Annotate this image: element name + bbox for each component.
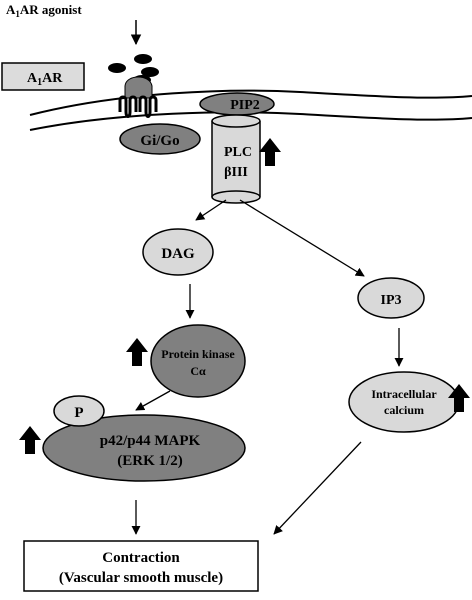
plc-to-ip3-arrow (239, 199, 365, 277)
gi-go-protein (119, 123, 201, 155)
mapk-node (42, 414, 246, 482)
gi-go-label: Gi/Go (140, 133, 179, 149)
ip3-label: IP3 (381, 293, 402, 308)
receptor-label: A1AR (27, 71, 63, 88)
ip3-node (357, 277, 425, 319)
up-arrow-icon (126, 338, 148, 366)
receptor-box (1, 62, 85, 91)
agonist-molecule (108, 63, 126, 73)
dag-node (142, 228, 214, 276)
contraction-sublabel: (Vascular smooth muscle) (59, 570, 223, 586)
transmembrane-receptor (118, 95, 158, 118)
pkc-subtype-label: Cα (190, 364, 206, 378)
pkc-label: Protein kinase (161, 347, 235, 361)
plc-cylinder (211, 114, 261, 204)
pkc-to-mapk-arrow (135, 390, 171, 411)
mapk-label: p42/p44 MAPK (100, 433, 201, 449)
calcium-to-contraction-arrow (273, 441, 362, 535)
contraction-label: Contraction (102, 550, 180, 566)
plc-subtype-label: βIII (224, 165, 248, 180)
calcium-node (348, 371, 460, 433)
cell-membrane-inner (29, 111, 472, 131)
up-arrow-icon (19, 426, 41, 454)
agonist-molecule (141, 67, 159, 77)
agonist-label: A1AR agonist (6, 2, 82, 19)
phosphate-label: P (74, 405, 83, 421)
receptor-binding-site (124, 76, 153, 99)
plc-to-dag-arrow (195, 199, 227, 221)
calcium-sublabel: calcium (384, 403, 424, 417)
pkc-node (150, 324, 246, 398)
contraction-box (23, 540, 259, 592)
agonist-molecule (134, 54, 152, 64)
up-arrow-icon (259, 138, 281, 166)
plc-label: PLC (224, 145, 252, 160)
mapk-subtype-label: (ERK 1/2) (117, 453, 182, 469)
dag-label: DAG (161, 246, 195, 262)
calcium-label: Intracellular (371, 387, 437, 401)
phosphate-node (53, 395, 105, 427)
cell-membrane-outer (29, 89, 472, 116)
pip2-label: PIP2 (230, 98, 260, 113)
